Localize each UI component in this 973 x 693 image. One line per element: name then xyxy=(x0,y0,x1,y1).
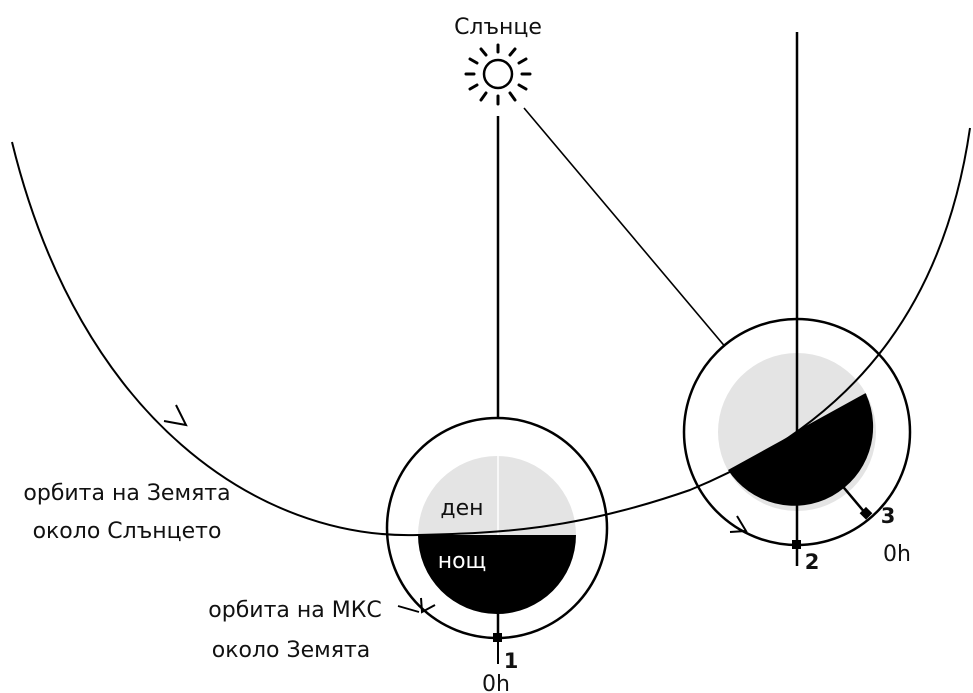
night-label: нощ xyxy=(438,549,487,574)
iss-orbit-label-line1: орбита на МКС xyxy=(208,598,381,623)
iss-marker-1 xyxy=(493,633,502,642)
marker-3-number: 3 xyxy=(881,504,896,528)
iss-orbit-arrow-1 xyxy=(420,597,436,614)
marker-1-number: 1 xyxy=(504,649,519,673)
iss-orbit-arrow-2 xyxy=(729,515,748,533)
sun-icon xyxy=(464,43,532,106)
day-label: ден xyxy=(440,496,483,521)
marker-2-number: 2 xyxy=(805,550,820,574)
marker-3-time: 0h xyxy=(883,542,911,567)
earth-position-2: 2 3 0h xyxy=(682,32,912,574)
sun-label: Слънце xyxy=(454,15,542,40)
earth-orbit-label-line1: орбита на Земята xyxy=(23,481,230,506)
earth-orbit-direction-arrow xyxy=(163,404,188,427)
earth-1-day-half xyxy=(418,456,576,535)
earth-orbit-around-sun xyxy=(11,127,971,537)
earth-orbit-label-line2: около Слънцето xyxy=(33,519,222,544)
iss-orbit-label-line2: около Земята xyxy=(212,638,371,663)
marker-1-time: 0h xyxy=(482,672,510,693)
iss-orbit-label-leader xyxy=(397,605,420,613)
earth-position-1: ден нощ 1 0h xyxy=(385,416,609,693)
iss-marker-2 xyxy=(792,540,801,549)
